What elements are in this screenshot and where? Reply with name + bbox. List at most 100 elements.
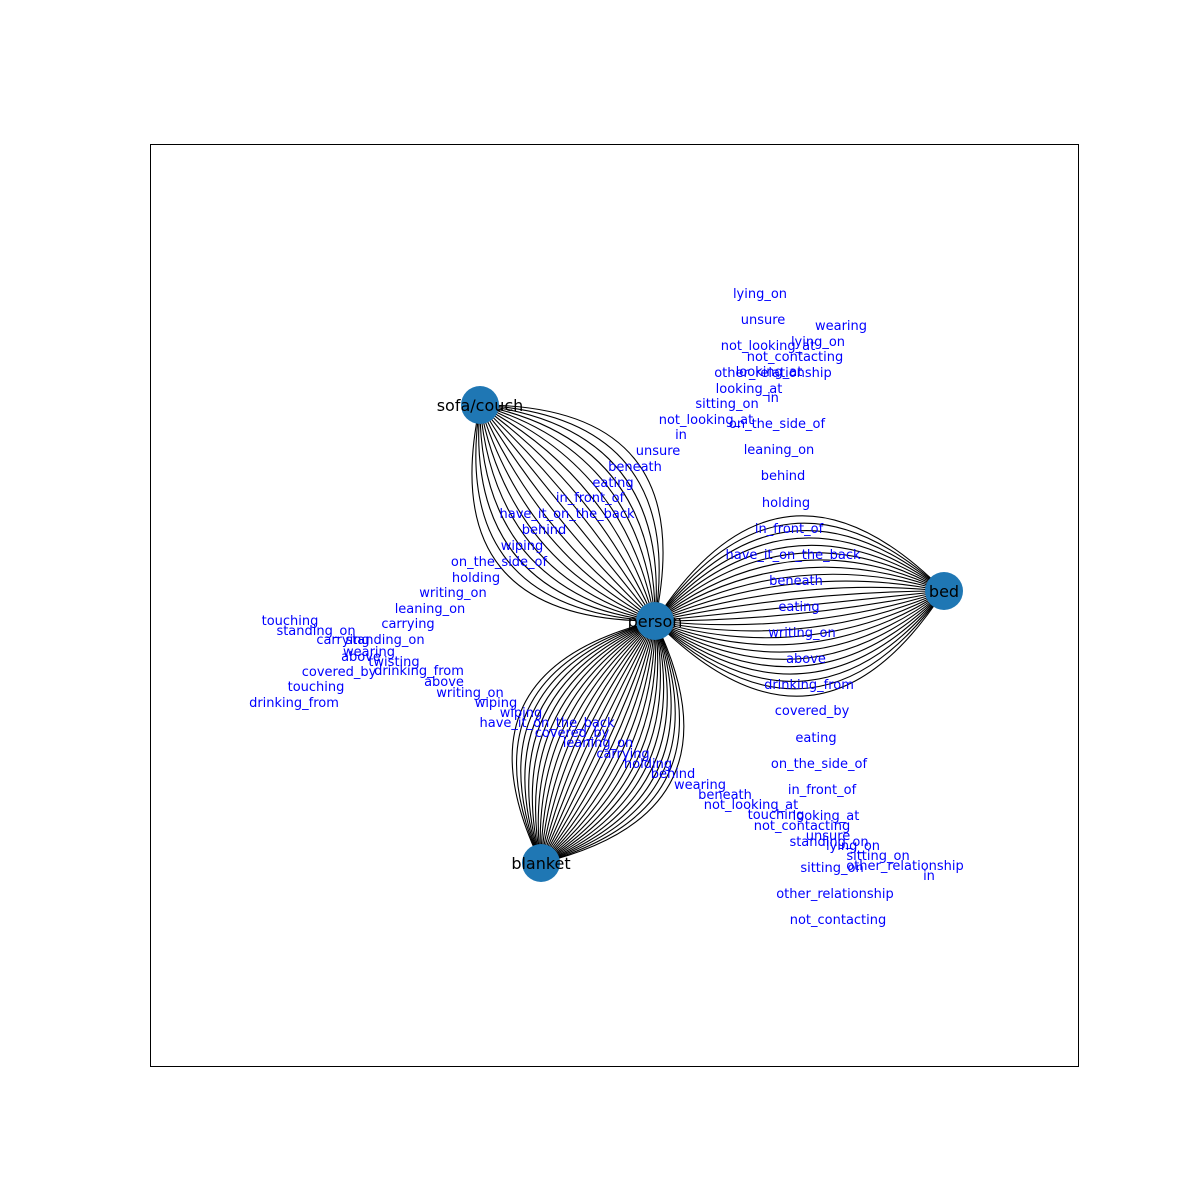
edge-person-blanket-1 (540, 620, 681, 864)
edge-label: twisting (368, 655, 419, 670)
edge-person-blanket-16 (540, 620, 656, 864)
edge-label: sitting_on (800, 861, 863, 876)
edge-label: behind (761, 469, 806, 484)
edge-label: in (923, 869, 935, 884)
edge-person-blanket-28 (515, 620, 656, 864)
edge-label: on_the_side_of (451, 555, 548, 570)
edge-label: sitting_on (695, 397, 758, 412)
edge-label: unsure (741, 313, 786, 328)
edge-person-sofa-17 (479, 404, 660, 622)
edge-person-bed-17 (654, 590, 945, 646)
edge-person-sofa-3 (479, 404, 656, 622)
edge-label: beneath (769, 574, 823, 589)
edge-person-bed-15 (654, 590, 945, 632)
edge-label: not_looking_at (704, 798, 799, 813)
node-circle-bed (925, 572, 963, 610)
edge-label: leaning_on (744, 443, 815, 458)
edge-person-blanket-22 (537, 620, 656, 864)
edge-label: other_relationship (846, 859, 964, 874)
edge-label: not_contacting (747, 350, 844, 365)
edge-person-sofa-0 (471, 404, 656, 622)
edge-person-bed-2 (654, 530, 945, 622)
edge-label: wiping (475, 696, 518, 711)
edge-person-sofa-2 (478, 404, 656, 622)
edge-person-bed-14 (654, 590, 945, 626)
edge-label: touching (288, 680, 345, 695)
edge-label: looking_at (793, 809, 860, 824)
edge-label: wearing (343, 645, 395, 660)
edge-label: beneath (608, 460, 662, 475)
edge-label: have_it_on_the_back (479, 716, 614, 731)
edge-label: have_it_on_the_back (725, 548, 860, 563)
edge-person-blanket-17 (540, 620, 656, 864)
edge-person-sofa-12 (479, 404, 656, 622)
edge-layer (471, 404, 945, 864)
edge-label: in_front_of (755, 522, 824, 537)
node-person: person (628, 602, 682, 640)
edge-person-bed-19 (654, 590, 945, 660)
edge-person-bed-10 (654, 586, 945, 622)
edge-person-bed-6 (654, 559, 945, 622)
edge-label: on_the_side_of (771, 757, 868, 772)
edge-label: other_relationship (776, 887, 894, 902)
edge-label: in_front_of (556, 491, 625, 506)
edge-label: unsure (806, 829, 851, 844)
node-label-blanket: blanket (511, 854, 570, 873)
edge-label: covered_by (302, 665, 377, 680)
node-circle-blanket (522, 844, 560, 882)
edge-label: beneath (698, 788, 752, 803)
edge-person-bed-5 (654, 552, 945, 622)
edge-label: carrying (596, 747, 649, 762)
edge-label: not_contacting (790, 913, 887, 928)
edge-person-bed-12 (654, 590, 945, 622)
edge-person-sofa-7 (479, 404, 656, 622)
edge-label: covered_by (775, 704, 850, 719)
edge-label: other_relationship (714, 366, 832, 381)
edge-person-bed-20 (654, 590, 945, 668)
edge-label: drinking_from (764, 678, 854, 693)
edge-label: above (424, 675, 464, 690)
edge-label: lying_on (791, 335, 845, 350)
edge-label: not_looking_at (659, 413, 754, 428)
edge-label: drinking_from (249, 696, 339, 711)
edge-person-blanket-29 (511, 620, 656, 864)
edge-label: not_contacting (754, 819, 851, 834)
edge-label: touching (748, 808, 805, 823)
edge-person-sofa-18 (479, 404, 664, 622)
edge-person-sofa-13 (479, 404, 656, 622)
edge-label: in (767, 391, 779, 406)
edge-person-blanket-15 (540, 620, 656, 864)
node-circle-sofa (461, 386, 499, 424)
edge-label: wearing (674, 778, 726, 793)
edge-person-blanket-20 (540, 620, 656, 864)
edge-label: standing_on (345, 633, 424, 648)
edge-label: standing_on (276, 624, 355, 639)
edge-person-blanket-19 (540, 620, 656, 864)
edge-label: leaning_on (395, 602, 466, 617)
edge-person-bed-4 (654, 544, 945, 622)
edge-label: above (786, 652, 826, 667)
edge-label: holding (762, 496, 810, 511)
edge-person-bed-21 (654, 590, 945, 675)
edge-label: unsure (636, 444, 681, 459)
edge-person-bed-16 (654, 590, 945, 639)
edge-person-bed-1 (654, 522, 945, 622)
edge-label: carrying (381, 617, 434, 632)
edge-person-bed-13 (654, 590, 945, 622)
edge-person-sofa-6 (479, 404, 656, 622)
edge-person-blanket-23 (535, 620, 656, 864)
edge-label: behind (651, 767, 696, 782)
edge-person-sofa-16 (479, 404, 657, 622)
edge-person-blanket-10 (540, 620, 656, 864)
edge-person-bed-9 (654, 580, 945, 622)
edge-person-bed-22 (654, 590, 945, 682)
edge-label: standing_on (789, 835, 868, 850)
edge-person-blanket-5 (540, 620, 665, 864)
edge-label: eating (795, 731, 836, 746)
edge-label: looking_at (736, 365, 803, 380)
edge-person-blanket-25 (528, 620, 656, 864)
edge-label: writing_on (436, 686, 503, 701)
edge-person-blanket-12 (540, 620, 656, 864)
edge-label: wiping (501, 539, 544, 554)
edge-person-blanket-7 (540, 620, 659, 864)
